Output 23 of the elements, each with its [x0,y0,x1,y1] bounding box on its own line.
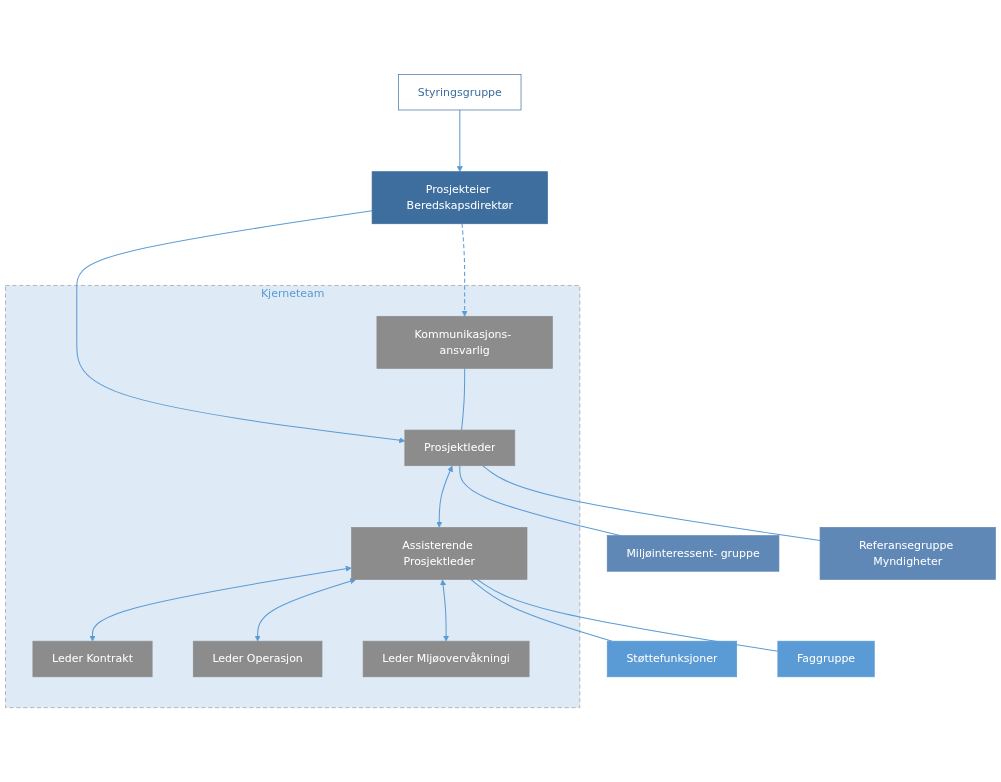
node-box: Støttefunksjoner [606,640,738,678]
node-box: Prosjekteier Beredskapsdirektør [371,171,548,225]
node-box: Referansegruppe Myndigheter [819,527,996,580]
connector [470,578,613,642]
node-box: Leder Kontrakt [32,640,153,678]
arrow [461,223,468,317]
node-box: Styringsgruppe [398,74,522,111]
node-box: Faggruppe [777,640,875,678]
node-box: Kommunikasjons- ansvarlig [376,315,553,369]
connector [482,465,821,541]
node-box: Leder Operasjon [192,640,323,678]
node-box: Assisterende Prosjektleder [351,527,528,580]
connector [476,578,779,652]
arrow [436,465,453,528]
arrow [456,109,463,172]
connector [461,367,466,431]
node-box: Miljøinteressent- gruppe [606,535,780,572]
arrow [76,210,406,444]
node-box: Leder Mljøovervåkningi [362,640,530,678]
arrow [254,578,357,642]
arrow [89,565,352,642]
node-box: Prosjektleder [404,429,516,467]
arrow [440,579,450,642]
